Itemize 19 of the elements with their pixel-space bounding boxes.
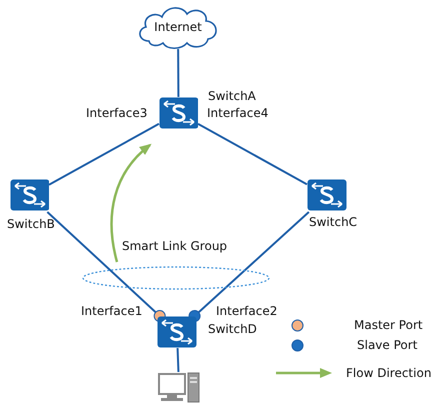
group-label: Smart Link Group	[122, 239, 228, 253]
connector-line	[188, 211, 310, 322]
legend-label: Slave Port	[357, 338, 418, 352]
interface-label: Interface3	[86, 106, 148, 120]
connector-line	[198, 122, 308, 186]
connector-line	[176, 348, 180, 372]
node-label: SwitchB	[7, 217, 55, 231]
legend-label: Master Port	[354, 318, 423, 332]
connector-line	[46, 211, 166, 322]
interface-label: Interface1	[81, 304, 142, 318]
node-label: Internet	[153, 20, 203, 34]
legend-label: Flow Direction	[346, 366, 432, 380]
node-label: SwitchA	[208, 89, 256, 103]
connector-line	[48, 122, 160, 186]
node-label: SwitchD	[208, 322, 257, 336]
connector-line	[177, 49, 180, 97]
interface-label: Interface2	[216, 304, 278, 318]
interface-label: Interface4	[207, 106, 268, 120]
node-label: SwitchC	[309, 215, 358, 229]
